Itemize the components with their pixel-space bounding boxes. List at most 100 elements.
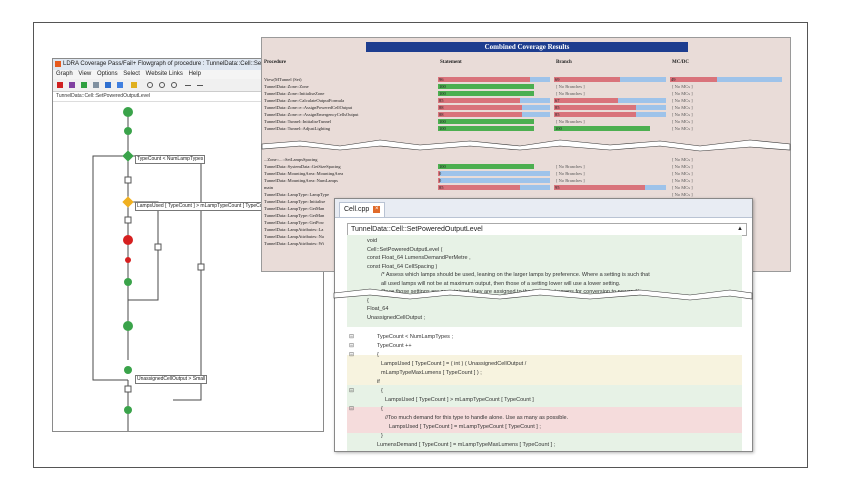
- code-line[interactable]: LumensDemand [ TypeCount ] = mLampTypeMa…: [377, 442, 556, 448]
- flow-node-fail-small[interactable]: [125, 257, 131, 263]
- flow-block-node[interactable]: [124, 385, 132, 393]
- toolbar-arrow-icon[interactable]: [185, 85, 191, 86]
- procedure-name[interactable]: TunnelData::Tunnel::AdjustLighting: [264, 126, 331, 131]
- procedure-name[interactable]: ...Zone::...::SetLampsSpacing: [264, 157, 318, 162]
- procedure-name[interactable]: main: [264, 185, 273, 190]
- coverage-row[interactable]: TunnelData::LampAttributes::La: [262, 226, 790, 233]
- procedure-name[interactable]: TunnelData::LampType::GetPow: [264, 220, 325, 225]
- flow-decision-partial-node[interactable]: [122, 196, 134, 208]
- procedure-name[interactable]: TunnelData::Zone::Zone: [264, 84, 309, 89]
- code-line[interactable]: {: [381, 388, 383, 394]
- zoom-in-icon[interactable]: [147, 82, 153, 88]
- code-line[interactable]: if: [377, 379, 380, 385]
- code-line[interactable]: LampsUsed [ TypeCount ] = ( int ) ( Unas…: [381, 361, 527, 367]
- procedure-name[interactable]: TunnelData::LampAttributes::Na: [264, 234, 324, 239]
- procedure-name[interactable]: TunnelData::LampAttributes::Wi: [264, 241, 324, 246]
- flow-node[interactable]: [124, 366, 132, 374]
- toolbar-yellow-icon[interactable]: [131, 82, 137, 88]
- procedure-name[interactable]: TunnelData::LampType::LampType: [264, 192, 329, 197]
- tab-cell-cpp[interactable]: Cell.cpp×: [339, 202, 386, 217]
- code-line[interactable]: Cell::SetPoweredOutputLevel (: [367, 246, 443, 253]
- code-line[interactable]: //Too much demand for this type to handl…: [385, 415, 569, 421]
- flow-node[interactable]: [124, 127, 132, 135]
- code-line[interactable]: Once those settings are ascertained, the…: [381, 289, 640, 295]
- coverage-row[interactable]: ...Zone::...::SetLampsSpacing[ No MCs ]: [262, 156, 790, 163]
- procedure-name[interactable]: TunnelData::LampType::Initialise: [264, 199, 326, 204]
- procedure-name[interactable]: TunnelData::Zone::e::AssignPoweredCellOu…: [264, 105, 353, 110]
- flow-block-node[interactable]: [124, 176, 132, 184]
- coverage-row[interactable]: TunnelData::Zone::e::AssignPoweredCellOu…: [262, 104, 790, 111]
- toolbar-red-icon[interactable]: [57, 82, 63, 88]
- code-line[interactable]: TypeCount ++: [377, 343, 412, 349]
- collapse-icon[interactable]: ⊟: [349, 343, 355, 349]
- coverage-row[interactable]: TunnelData::Zone::CalculateOutputFormula…: [262, 97, 790, 104]
- collapse-icon[interactable]: ⊟: [349, 352, 355, 358]
- coverage-row[interactable]: TunnelData::LampType::LampType[ No MCs ]: [262, 191, 790, 198]
- flow-block-node[interactable]: [197, 263, 205, 271]
- procedure-name[interactable]: TunnelData::Tunnel::InitialiseTunnel: [264, 119, 332, 124]
- code-line[interactable]: }: [381, 433, 383, 439]
- zoom-fit-icon[interactable]: [171, 82, 177, 88]
- close-icon[interactable]: ×: [373, 205, 381, 213]
- toolbar-green-icon[interactable]: [81, 82, 87, 88]
- coverage-row[interactable]: TunnelData::LampAttributes::Na: [262, 233, 790, 240]
- menu-select[interactable]: Select: [123, 71, 140, 77]
- code-line[interactable]: {: [377, 352, 379, 358]
- toolbar-blue-icon[interactable]: [105, 82, 111, 88]
- toolbar-undo-icon[interactable]: [197, 85, 203, 86]
- code-line[interactable]: LampsUsed [ TypeCount ] = mLampTypeCount…: [389, 424, 541, 430]
- dropdown-arrow-icon[interactable]: ▲: [737, 226, 743, 232]
- code-line[interactable]: mLampTypeMaxLumens [ TypeCount ] ) ;: [381, 370, 482, 376]
- flow-block-node[interactable]: [154, 243, 162, 251]
- procedure-name[interactable]: TunnelData::LampAttributes::La: [264, 227, 324, 232]
- collapse-icon[interactable]: ⊟: [349, 334, 355, 340]
- menu-view[interactable]: View: [78, 71, 92, 77]
- menu-options[interactable]: Options: [96, 71, 118, 77]
- code-line[interactable]: all used lamps will not be at maximum ou…: [381, 280, 621, 287]
- code-line[interactable]: LampsUsed [ TypeCount ] > mLampTypeCount…: [385, 397, 534, 403]
- procedure-name[interactable]: TunnelData::Zone::e::AssignEmergencyCell…: [264, 112, 359, 117]
- code-line[interactable]: /* Assess which lamps should be used, le…: [381, 272, 650, 278]
- flow-decision-node[interactable]: [122, 150, 134, 162]
- code-line[interactable]: const Float_64 LumensDemandPerMetre ,: [367, 255, 471, 261]
- code-line[interactable]: Float_64: [367, 306, 389, 312]
- flow-node-start[interactable]: [123, 107, 133, 117]
- procedure-name[interactable]: TunnelData::Zone::CalculateOutputFormula: [264, 98, 345, 103]
- flow-block-node[interactable]: [124, 216, 132, 224]
- procedure-name[interactable]: TunnelData::LampType::GetMan: [264, 213, 325, 218]
- procedure-name[interactable]: View(MTunnel (Set): [264, 77, 302, 82]
- coverage-row[interactable]: TunnelData::LampAttributes::Wi: [262, 240, 790, 247]
- toolbar-purple-icon[interactable]: [69, 82, 75, 88]
- code-line[interactable]: void: [367, 238, 378, 244]
- code-line[interactable]: {: [381, 406, 383, 412]
- procedure-name[interactable]: TunnelData::Zone::InitialiseZone: [264, 91, 325, 96]
- flow-node[interactable]: [123, 321, 133, 331]
- flow-node[interactable]: [124, 406, 132, 414]
- procedure-name[interactable]: TunnelData::LampType::GetMan: [264, 206, 325, 211]
- coverage-row[interactable]: TunnelData::Zone::e::AssignEmergencyCell…: [262, 111, 790, 118]
- procedure-name[interactable]: TunnelData::MountingArea::NumLamps: [264, 178, 338, 183]
- code-line[interactable]: {: [367, 297, 369, 304]
- code-line[interactable]: const Float_64 CellSpacing ): [367, 263, 438, 270]
- procedure-name[interactable]: TunnelData::SystemData::GetSizeSpacing: [264, 164, 341, 169]
- zoom-out-icon[interactable]: [159, 82, 165, 88]
- collapse-icon[interactable]: ⊟: [349, 388, 355, 394]
- flow-node[interactable]: [124, 278, 132, 286]
- code-line[interactable]: TypeCount < NumLampTypes ;: [377, 334, 453, 340]
- flow-node-fail[interactable]: [123, 235, 133, 245]
- toolbar-gray-icon[interactable]: [93, 82, 99, 88]
- collapse-icon[interactable]: ⊟: [349, 406, 355, 412]
- menu-help[interactable]: Help: [188, 71, 201, 77]
- code-line[interactable]: UnassignedCellOutput ;: [367, 314, 426, 321]
- menu-graph[interactable]: Graph: [56, 71, 73, 77]
